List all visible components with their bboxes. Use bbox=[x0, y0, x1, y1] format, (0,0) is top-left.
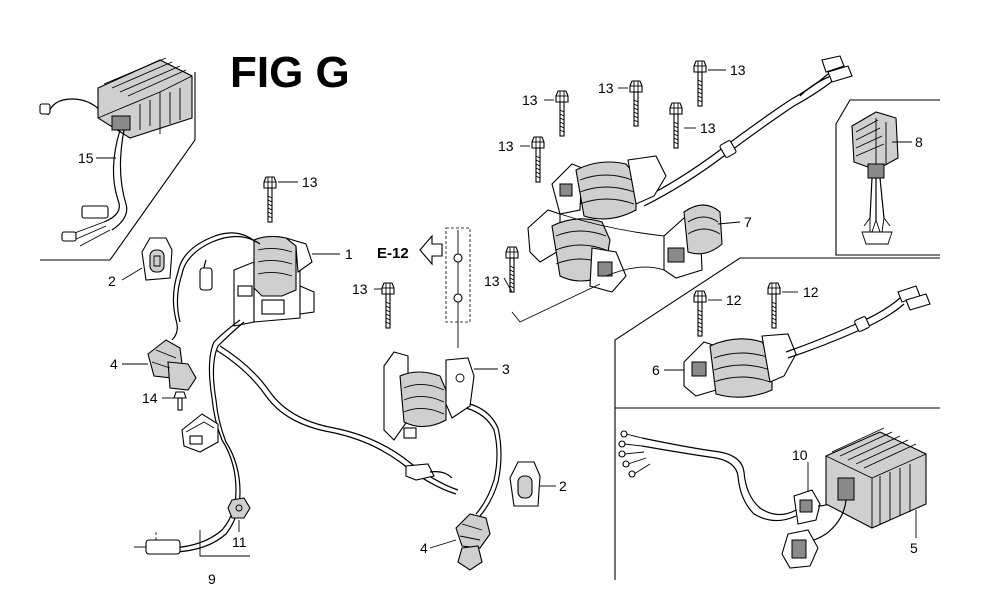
bolt-13-g bbox=[520, 136, 545, 183]
ignition-coil-1 bbox=[233, 235, 340, 327]
callout-9: 9 bbox=[208, 571, 216, 587]
ignition-coil-3 bbox=[383, 351, 502, 517]
regulator-rectifier-15 bbox=[39, 57, 193, 247]
callout-14: 14 bbox=[142, 390, 158, 406]
callout-13-d: 13 bbox=[598, 80, 614, 96]
callout-15: 15 bbox=[78, 150, 94, 166]
bolt-13-h bbox=[503, 246, 519, 293]
switch-assembly-9 bbox=[181, 413, 250, 557]
plug-cap-4-left bbox=[122, 339, 197, 391]
reference-arrow-e12 bbox=[419, 227, 471, 348]
callout-6: 6 bbox=[652, 362, 660, 378]
callout-11: 11 bbox=[232, 534, 247, 550]
callout-13-c: 13 bbox=[522, 92, 538, 108]
callout-13-h: 13 bbox=[484, 273, 500, 289]
callout-12-a: 12 bbox=[726, 292, 742, 308]
screw-14 bbox=[162, 391, 187, 411]
callout-4-left: 4 bbox=[110, 356, 118, 372]
callout-10: 10 bbox=[792, 447, 808, 463]
nut-11 bbox=[227, 497, 251, 532]
plug-cap-4-bottom bbox=[429, 513, 491, 571]
callout-2-right: 2 bbox=[559, 478, 567, 494]
regulator-assembly-5 bbox=[618, 427, 927, 569]
cap-2-left bbox=[121, 237, 173, 281]
callout-8: 8 bbox=[915, 134, 923, 150]
callout-2-left: 2 bbox=[108, 273, 116, 289]
callout-1: 1 bbox=[345, 246, 353, 262]
callout-13-a: 13 bbox=[302, 174, 318, 190]
figure-title: FIG G bbox=[230, 48, 350, 97]
callout-7: 7 bbox=[744, 214, 752, 230]
callout-4-bottom: 4 bbox=[420, 540, 428, 556]
subframe-lines bbox=[40, 72, 940, 580]
callout-13-b: 13 bbox=[352, 281, 368, 297]
callout-13-g: 13 bbox=[498, 138, 514, 154]
bolt-13-c bbox=[544, 90, 569, 137]
cap-2-right bbox=[509, 461, 556, 507]
callout-12-b: 12 bbox=[803, 284, 819, 300]
reference-e12: E-12 bbox=[377, 245, 409, 262]
callout-13-f: 13 bbox=[700, 120, 716, 136]
bolt-13-b bbox=[374, 282, 395, 329]
bolt-13-e bbox=[693, 60, 726, 107]
callout-13-e: 13 bbox=[730, 62, 746, 78]
lighting-coil-6 bbox=[664, 285, 931, 398]
callout-5: 5 bbox=[910, 540, 918, 556]
bolt-13-d bbox=[618, 80, 643, 127]
wire-terminal-center bbox=[405, 463, 453, 481]
charge-coil-7 bbox=[511, 55, 853, 323]
bolt-13-a bbox=[263, 176, 298, 223]
bolt-12-b bbox=[767, 282, 798, 329]
bolt-12-a bbox=[693, 290, 722, 337]
bolt-13-f bbox=[669, 102, 696, 149]
callout-3: 3 bbox=[502, 361, 510, 377]
regulator-8 bbox=[851, 111, 912, 245]
